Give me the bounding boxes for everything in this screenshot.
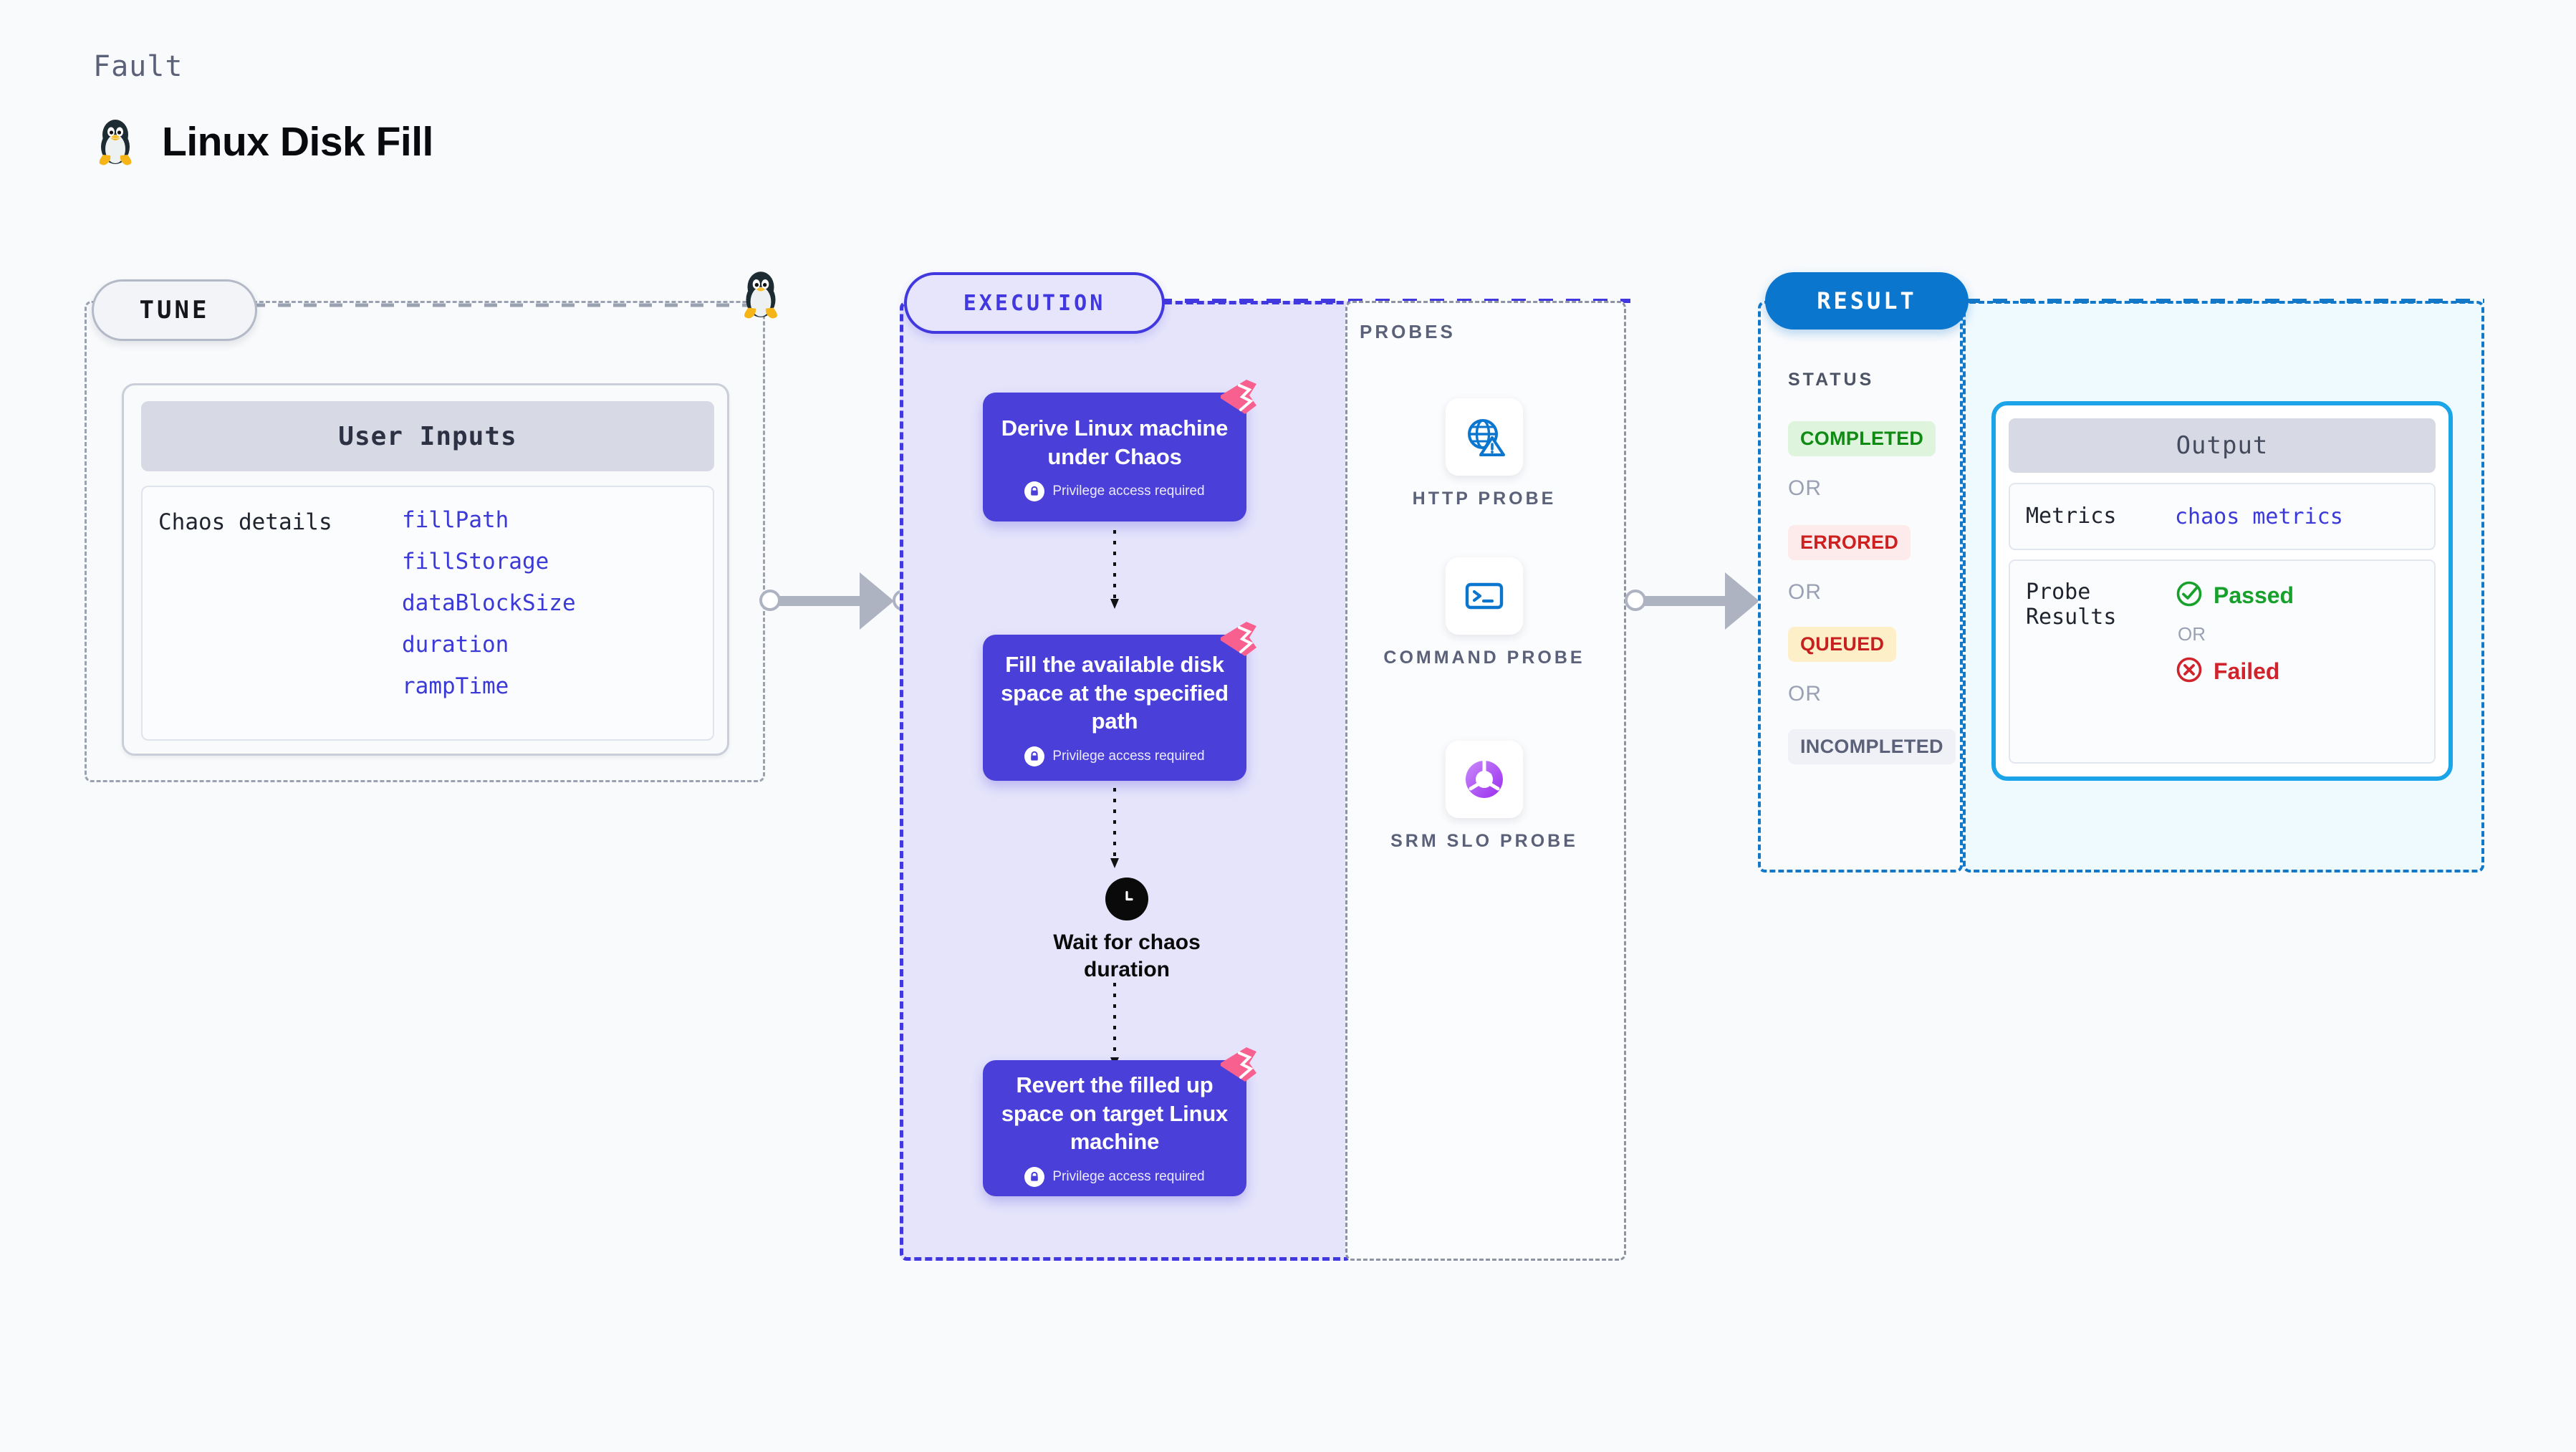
status-badge-errored: ERRORED	[1788, 525, 1911, 560]
probe-srm-slo-label: SRM SLO PROBE	[1390, 831, 1578, 851]
probe-srm-slo[interactable]: SRM SLO PROBE	[1377, 741, 1592, 853]
execution-arrow-2	[1110, 788, 1119, 868]
chaos-flag-icon	[1221, 380, 1256, 414]
execution-node-2[interactable]: Fill the available disk space at the spe…	[983, 622, 1256, 781]
input-rampTime[interactable]: rampTime	[402, 673, 509, 699]
lock-icon	[1024, 481, 1045, 502]
status-label: STATUS	[1788, 370, 1875, 390]
execution-node-3-label: Revert the filled up space on target Lin…	[1001, 1072, 1229, 1155]
input-dataBlockSize[interactable]: dataBlockSize	[402, 590, 576, 616]
page-title-row: Linux Disk Fill	[93, 113, 433, 170]
privilege-label: Privilege access required	[1052, 484, 1205, 499]
wait-for-chaos-duration: Wait for chaos duration	[1037, 878, 1216, 983]
probe-result-or: OR	[2178, 623, 2206, 645]
tune-connector-dash	[252, 303, 754, 307]
metrics-key: Metrics	[2026, 504, 2117, 529]
probe-command-label: COMMAND PROBE	[1383, 648, 1585, 668]
result-badge[interactable]: RESULT	[1765, 272, 1969, 330]
execution-arrow-3	[1110, 983, 1119, 1067]
status-or-3: OR	[1788, 682, 1822, 706]
result-connector-dash	[1966, 299, 2484, 303]
x-circle-icon	[2175, 655, 2203, 688]
tune-badge[interactable]: TUNE	[92, 279, 257, 341]
privilege-note: Privilege access required	[1024, 746, 1205, 766]
input-fillStorage[interactable]: fillStorage	[402, 549, 549, 574]
execution-node-1[interactable]: Derive Linux machine under Chaos Privile…	[983, 380, 1256, 521]
metrics-value[interactable]: chaos metrics	[2175, 504, 2343, 529]
status-or-2: OR	[1788, 580, 1822, 604]
status-badge-incompleted: INCOMPLETED	[1788, 729, 1956, 764]
passed-label: Passed	[2214, 582, 2294, 608]
probe-result-failed: Failed	[2175, 655, 2294, 688]
probes-label: PROBES	[1360, 321, 1456, 342]
lock-icon	[1024, 746, 1045, 766]
user-inputs-body: Chaos details fillPath fillStorage dataB…	[141, 486, 714, 741]
globe-warning-icon	[1446, 398, 1523, 476]
linux-penguin-icon	[738, 265, 784, 323]
check-circle-icon	[2175, 580, 2203, 612]
chaos-flag-icon	[1221, 1047, 1256, 1082]
page-title: Linux Disk Fill	[162, 118, 433, 165]
probe-http[interactable]: HTTP PROBE	[1377, 398, 1592, 511]
privilege-note: Privilege access required	[1024, 1167, 1205, 1188]
execution-node-2-label: Fill the available disk space at the spe…	[1001, 651, 1229, 734]
metrics-row: Metrics chaos metrics	[2009, 483, 2436, 550]
status-badge-completed: COMPLETED	[1788, 421, 1936, 456]
fault-kicker: Fault	[93, 50, 183, 83]
status-or-1: OR	[1788, 476, 1822, 500]
execution-badge[interactable]: EXECUTION	[904, 272, 1165, 334]
wait-label: Wait for chaos duration	[1053, 931, 1201, 981]
probe-http-label: HTTP PROBE	[1412, 489, 1557, 509]
user-inputs-title: User Inputs	[141, 401, 714, 471]
output-title: Output	[2009, 418, 2436, 473]
failed-label: Failed	[2214, 658, 2280, 684]
chaos-flag-icon	[1221, 622, 1256, 656]
input-fillPath[interactable]: fillPath	[402, 507, 509, 533]
probe-result-passed: Passed	[2175, 580, 2294, 612]
probe-command[interactable]: COMMAND PROBE	[1377, 557, 1592, 670]
status-badge-queued: QUEUED	[1788, 627, 1897, 662]
execution-arrow-1	[1110, 530, 1119, 609]
clock-icon	[1105, 878, 1148, 920]
chaos-details-key: Chaos details	[158, 509, 332, 535]
result-status-section	[1758, 301, 1963, 872]
input-duration[interactable]: duration	[402, 632, 509, 658]
terminal-icon	[1446, 557, 1523, 635]
privilege-note: Privilege access required	[1024, 481, 1205, 502]
output-card: Output Metrics chaos metrics Probe Resul…	[1991, 401, 2453, 781]
tune-section	[85, 301, 765, 782]
linux-penguin-icon	[93, 113, 138, 170]
lock-icon	[1024, 1167, 1045, 1188]
privilege-label: Privilege access required	[1052, 1169, 1205, 1185]
execution-node-1-label: Derive Linux machine under Chaos	[1001, 415, 1229, 469]
probe-results-row: Probe Results Passed OR	[2009, 559, 2436, 764]
probe-results-key: Probe Results	[2026, 580, 2117, 630]
slo-donut-check-icon	[1446, 741, 1523, 818]
privilege-label: Privilege access required	[1052, 749, 1205, 764]
user-inputs-card: User Inputs Chaos details fillPath fillS…	[122, 383, 729, 756]
execution-node-3[interactable]: Revert the filled up space on target Lin…	[983, 1047, 1256, 1196]
